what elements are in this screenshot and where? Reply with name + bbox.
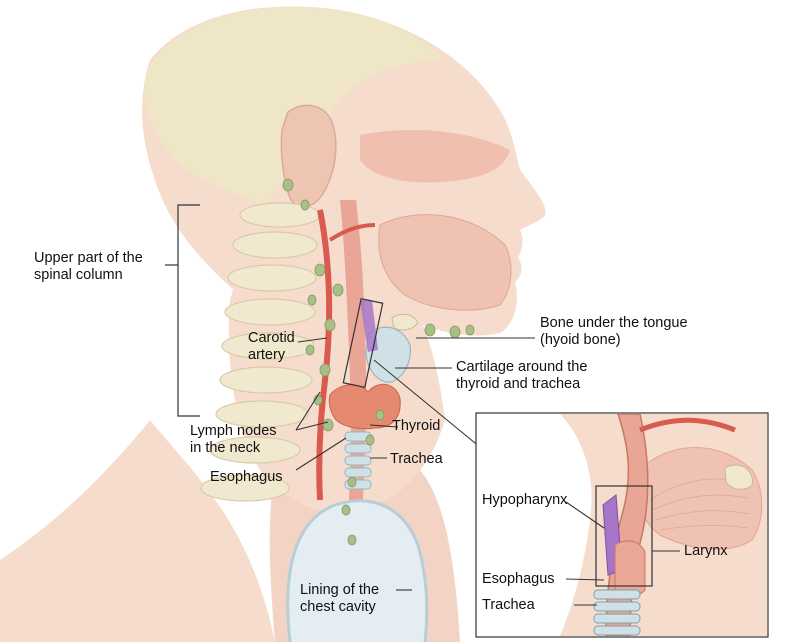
label-carotid-artery-line1: Carotid — [248, 330, 295, 346]
inset-hyoid — [724, 464, 753, 490]
label-lymph-nodes-line1: Lymph nodes — [190, 423, 277, 439]
hair — [144, 7, 445, 205]
ear — [280, 104, 337, 208]
spinal-column-bracket — [177, 204, 200, 417]
nasal-cavity — [360, 130, 510, 183]
label-spinal-column-line2: spinal column — [34, 267, 123, 283]
larynx-bracket-main — [342, 297, 384, 389]
leader-lines — [295, 337, 535, 591]
label-inset-trachea: Trachea — [482, 597, 535, 613]
label-hyoid-bone-line1: Bone under the tongue — [540, 315, 688, 331]
label-trachea: Trachea — [390, 451, 443, 467]
inset-larynx — [614, 540, 646, 597]
hypopharynx-main — [360, 300, 378, 352]
larynx-inset — [475, 412, 769, 638]
label-hyoid-bone-line2: (hyoid bone) — [540, 332, 621, 348]
shoulder-torso — [0, 420, 275, 642]
label-inset-larynx: Larynx — [684, 543, 728, 559]
label-chest-lining-line1: Lining of the — [300, 582, 380, 598]
inset-artery — [639, 417, 736, 433]
label-lymph-nodes: Lymph nodes in the neck — [190, 423, 277, 457]
chest-cavity-lining — [286, 499, 429, 642]
carotid-artery-branch — [328, 223, 376, 242]
label-inset-hypopharynx: Hypopharynx — [482, 492, 568, 508]
label-cartilage: Cartilage around the thyroid and trachea — [456, 359, 587, 393]
label-spinal-column: Upper part of the spinal column — [34, 250, 143, 284]
label-cartilage-line1: Cartilage around the — [456, 359, 588, 375]
label-lymph-nodes-line2: in the neck — [190, 440, 261, 456]
label-esophagus: Esophagus — [210, 469, 283, 485]
inset-leader-lines — [565, 501, 680, 606]
thyroid-gland — [328, 383, 401, 430]
inset-trachea-rings — [593, 589, 641, 636]
label-inset-esophagus: Esophagus — [482, 571, 555, 587]
label-spinal-column-line1: Upper part of the — [34, 250, 143, 266]
label-chest-lining-line2: chest cavity — [300, 599, 376, 615]
label-carotid-artery-line2: artery — [248, 347, 286, 363]
label-chest-lining: Lining of the chest cavity — [300, 582, 379, 616]
label-carotid-artery: Carotid artery — [248, 330, 295, 364]
hyoid-bone — [391, 313, 419, 331]
trachea-rings — [344, 431, 372, 490]
spinal-column — [200, 202, 321, 502]
head-and-neck-figure — [0, 6, 546, 642]
tongue — [378, 214, 512, 311]
label-thyroid: Thyroid — [392, 418, 441, 434]
lymph-nodes — [282, 178, 475, 546]
label-hyoid-bone: Bone under the tongue (hyoid bone) — [540, 315, 688, 349]
label-cartilage-line2: thyroid and trachea — [456, 376, 581, 392]
inset-larynx-bracket — [595, 485, 653, 587]
